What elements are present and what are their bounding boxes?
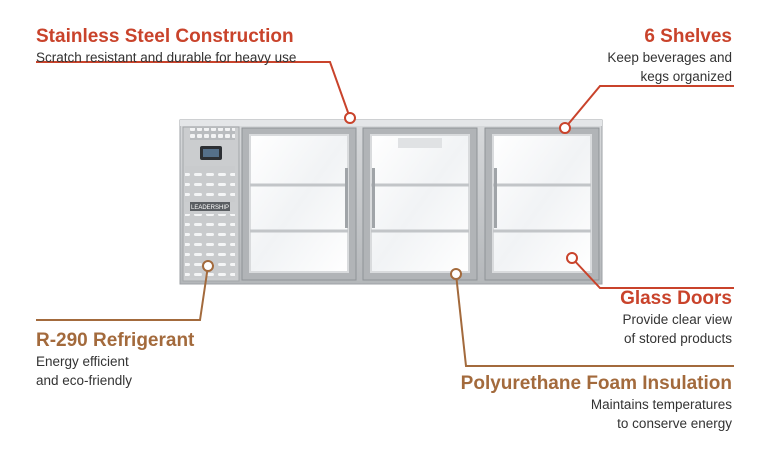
display-screen (203, 149, 219, 157)
door-handle (345, 168, 348, 228)
feature-title: R-290 Refrigerant (36, 330, 195, 351)
callout-dot-steel (344, 112, 356, 124)
feature-desc-line-1: Keep beverages and (607, 50, 732, 65)
countertop-edge (180, 120, 602, 126)
leader-refrigerant (36, 265, 209, 321)
door-handle (494, 168, 497, 228)
feature-desc: Scratch resistant and durable for heavy … (36, 50, 297, 65)
feature-foam-insulation: Polyurethane Foam Insulation Maintains t… (372, 373, 732, 433)
interior-fan (398, 138, 442, 148)
feature-desc-line-1: Provide clear view (622, 312, 732, 327)
feature-desc-line-2: to conserve energy (617, 416, 732, 431)
side-vent-upper (185, 166, 235, 202)
feature-desc-line-1: Maintains temperatures (590, 397, 732, 412)
door-handle (372, 168, 375, 228)
leader-steel (36, 61, 351, 119)
feature-glass-doors: Glass Doors Provide clear view of stored… (512, 288, 732, 348)
feature-desc-line-2: of stored products (623, 331, 732, 346)
door-left (241, 127, 357, 281)
feature-refrigerant: R-290 Refrigerant Energy efficient and e… (36, 330, 194, 390)
back-bar-cooler: LEADERSHIP (179, 119, 603, 285)
brand-badge (190, 202, 230, 211)
feature-stainless-steel: Stainless Steel Construction Scratch res… (36, 26, 296, 67)
callout-dot-refrigerant (202, 260, 214, 272)
feature-title: Glass Doors (620, 288, 732, 309)
callout-dot-glass (566, 252, 578, 264)
vent-grille (190, 128, 235, 140)
feature-title: Polyurethane Foam Insulation (460, 373, 732, 394)
callout-dot-shelves (559, 122, 571, 134)
feature-shelves: 6 Shelves Keep beverages and kegs organi… (512, 26, 732, 86)
feature-desc-line-2: and eco-friendly (36, 373, 133, 388)
feature-title: 6 Shelves (644, 26, 732, 47)
feature-title: Stainless Steel Construction (36, 26, 294, 47)
callout-dot-foam (450, 268, 462, 280)
leader-glass (571, 257, 734, 289)
brand-label: LEADERSHIP (191, 205, 229, 211)
door-right (484, 127, 600, 281)
leader-foam (455, 273, 734, 367)
door-middle (362, 127, 478, 281)
feature-desc-line-1: Energy efficient (36, 354, 129, 369)
feature-desc-line-2: kegs organized (640, 69, 732, 84)
leader-shelves (564, 85, 734, 129)
